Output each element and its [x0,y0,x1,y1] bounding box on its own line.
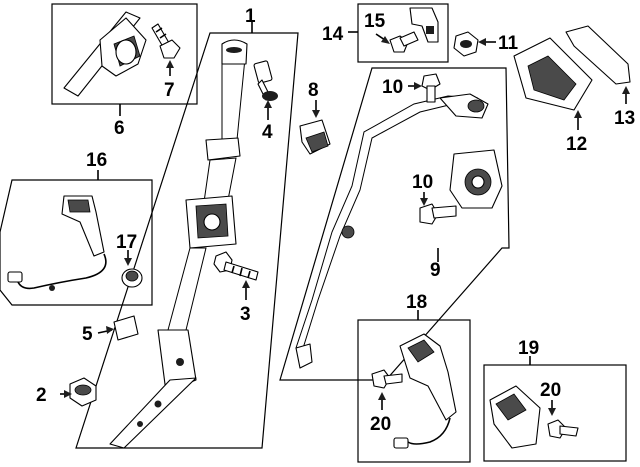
frame-part-16 [0,179,153,306]
retractor-hub [203,213,221,231]
callout-4: 4 [262,122,273,143]
callout-11: 11 [498,33,519,54]
part-11-nut [453,31,479,57]
callout-15: 15 [364,11,386,32]
callout-10-lower: 10 [412,172,433,193]
frame-part-6 [51,3,198,105]
callout-2: 2 [36,385,47,406]
callout-12: 12 [566,134,587,155]
callout-13: 13 [614,108,635,129]
callout-18: 18 [406,292,427,313]
rear-belt-clip [341,225,355,239]
part-2-nut [69,377,97,407]
group-frames [0,3,627,463]
part-9-rear-belt [295,93,503,369]
part-10-bolt-lower [419,203,457,225]
part-8-clip [299,119,331,155]
part-17-bushing [121,268,143,288]
callout-1: 1 [245,6,256,27]
callout-labels: 1 2 3 4 5 6 7 8 9 10 10 11 12 13 14 15 1… [36,6,635,435]
rail-bolt-b [154,400,162,408]
callout-20-left: 20 [370,414,391,435]
part-7-bolt [151,23,181,59]
callout-5: 5 [82,324,93,345]
part-5-pad [113,315,139,341]
callout-14: 14 [322,24,344,45]
frame-part-19 [483,364,627,462]
callout-10-upper: 10 [382,77,403,98]
part-12-cover [513,37,593,111]
leader-lines [60,22,630,416]
callout-6: 6 [114,118,125,139]
part-13-trim [565,25,631,85]
belt-webbing-mid [203,157,237,203]
frame-part-14 [357,3,449,63]
callout-16: 16 [86,150,107,171]
frame-part-1 [75,32,299,449]
anchor-rail [109,377,197,449]
callout-7: 7 [164,80,175,101]
rail-bolt-a [176,358,184,366]
part-20-bolt-rear [547,419,579,439]
part-1-pillar-belt [109,39,248,449]
rail-bolt-c [137,421,143,427]
part-10-bolt-upper [421,73,441,103]
part-4-pin [253,60,278,101]
part-16-buckle [7,195,107,291]
callout-3: 3 [240,304,251,325]
callout-19: 19 [518,338,539,359]
callout-17: 17 [116,232,137,253]
part-6-bracket [63,11,147,97]
part-14-bracket [409,7,439,43]
frame-part-18 [357,319,471,463]
part-15-bolt [389,31,419,53]
anchor-slot [226,47,242,53]
height-adjuster [205,137,241,161]
buckle-wire [17,253,107,290]
frame-part-9 [279,67,510,381]
part-3-bolt [213,251,259,281]
callout-20-right: 20 [540,380,561,401]
callout-9: 9 [430,260,441,281]
callout-8: 8 [308,80,319,101]
part-19-buckle [489,385,541,449]
belt-webbing-lower [167,247,207,331]
part-18-buckle [371,333,457,449]
